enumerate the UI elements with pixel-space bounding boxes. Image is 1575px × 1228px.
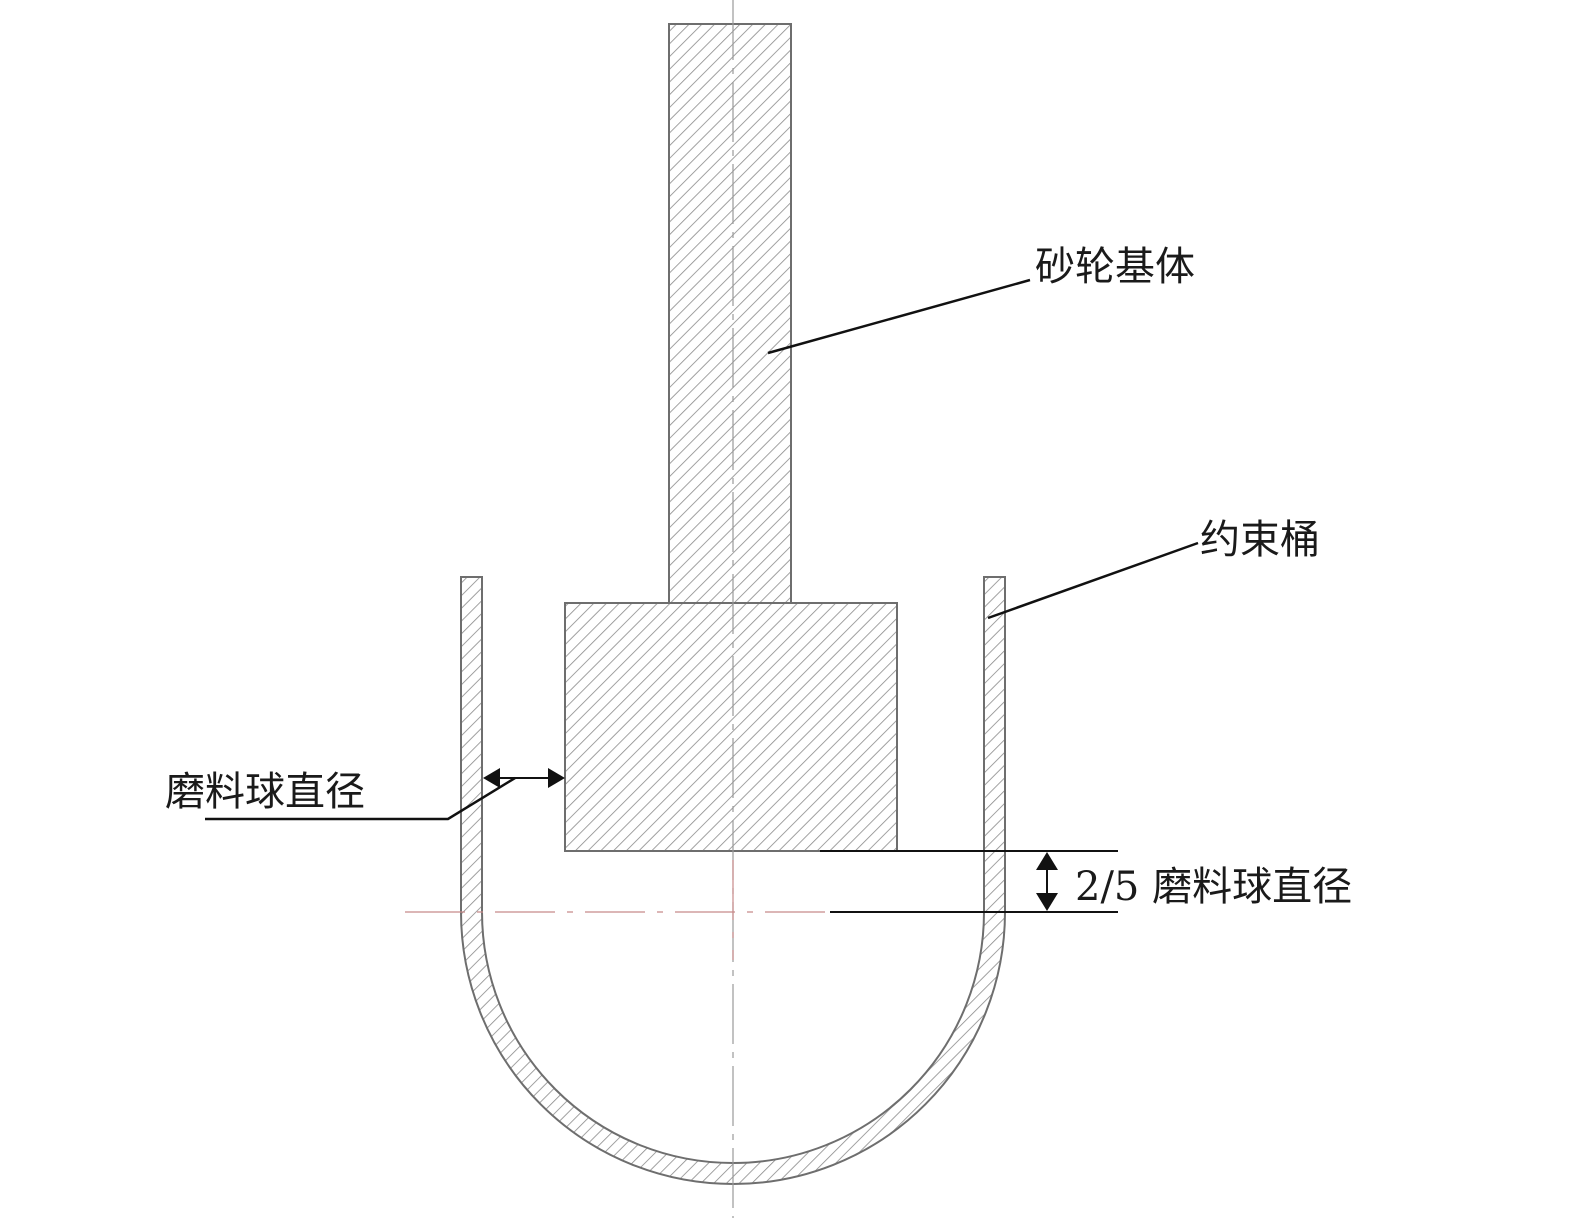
gap-arrow-up xyxy=(1036,852,1058,870)
ball-arrow-right xyxy=(548,768,565,788)
ball-diameter-leader xyxy=(205,776,516,821)
wheel-base-label: 砂轮基体 xyxy=(1035,244,1195,290)
barrel-leader xyxy=(987,541,1199,620)
wheel-base-leader xyxy=(767,278,1031,355)
gap-dimension-label: 2/5 磨料球直径 xyxy=(1075,864,1352,910)
gap-arrow-down xyxy=(1036,893,1058,911)
wheel-base-shaft xyxy=(668,23,792,605)
constraint-barrel-label: 约束桶 xyxy=(1200,517,1320,563)
wheel-base-block xyxy=(564,602,898,852)
constraint-barrel-wall xyxy=(460,576,1006,1185)
ball-arrow-left xyxy=(483,768,500,788)
ball-diameter-label: 磨料球直径 xyxy=(165,769,365,815)
